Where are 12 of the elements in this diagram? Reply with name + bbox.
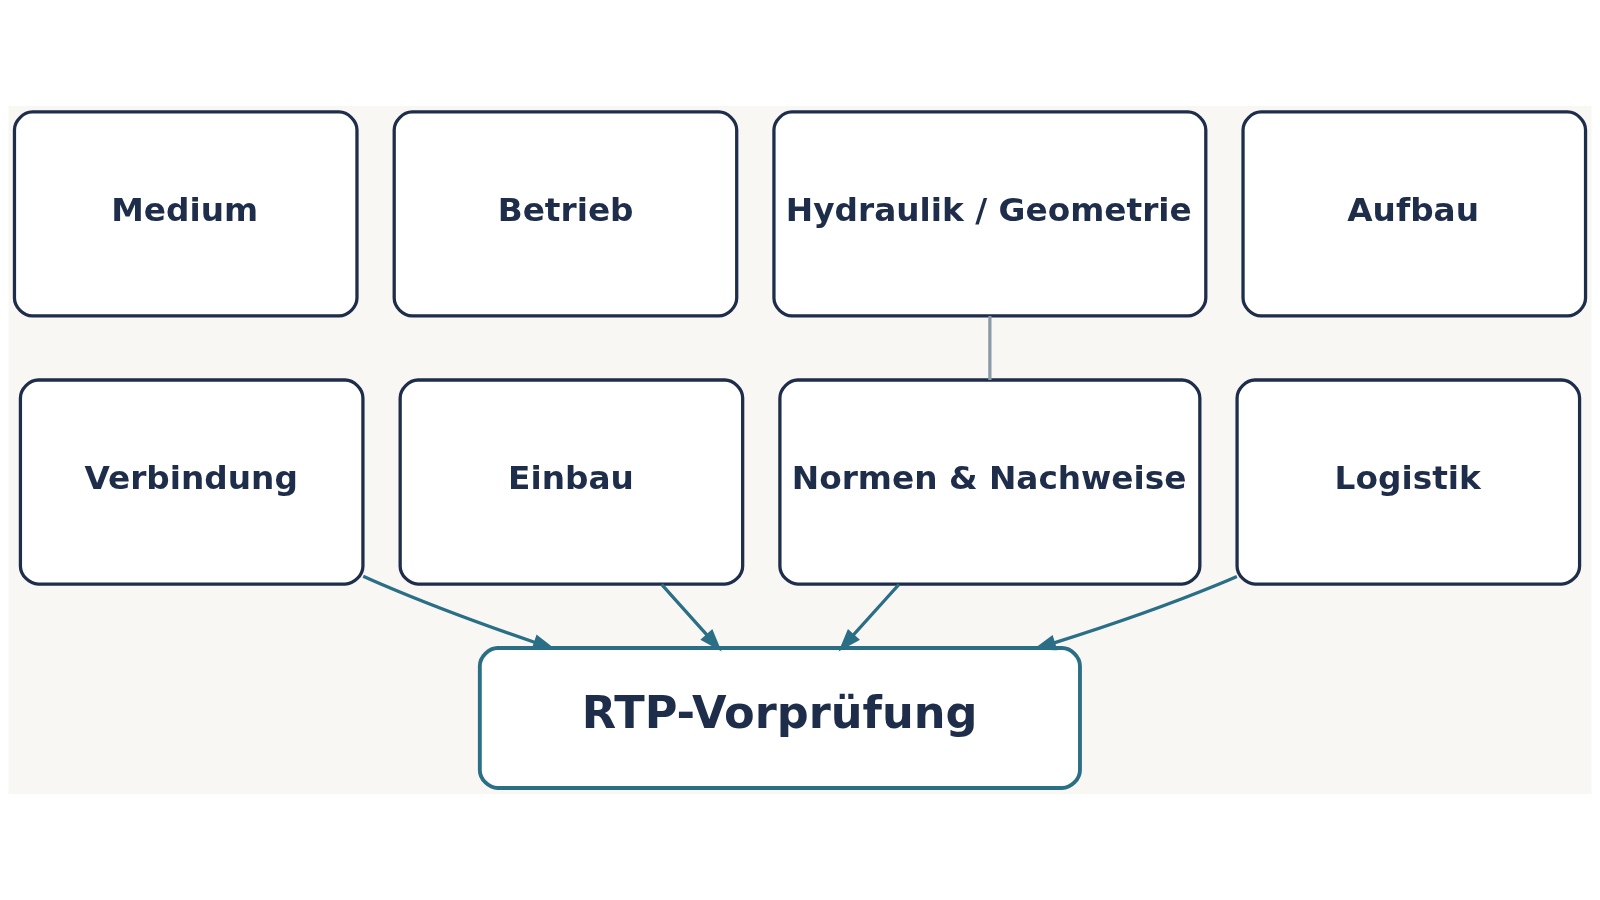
arrow — [838, 583, 901, 652]
node-box: Medium — [12, 110, 359, 318]
node-box: Aufbau — [1241, 110, 1588, 318]
node-box: Hydraulik / Geometrie — [772, 110, 1208, 318]
node-box: Verbindung — [18, 378, 365, 586]
arrow — [660, 583, 722, 652]
node-box: Betrieb — [392, 110, 739, 318]
node-box: RTP-Vorprüfung — [477, 646, 1082, 790]
node-box: Normen & Nachweise — [778, 378, 1202, 586]
connector — [988, 316, 992, 380]
node-box: Einbau — [398, 378, 745, 586]
node-box: Logistik — [1235, 378, 1582, 586]
